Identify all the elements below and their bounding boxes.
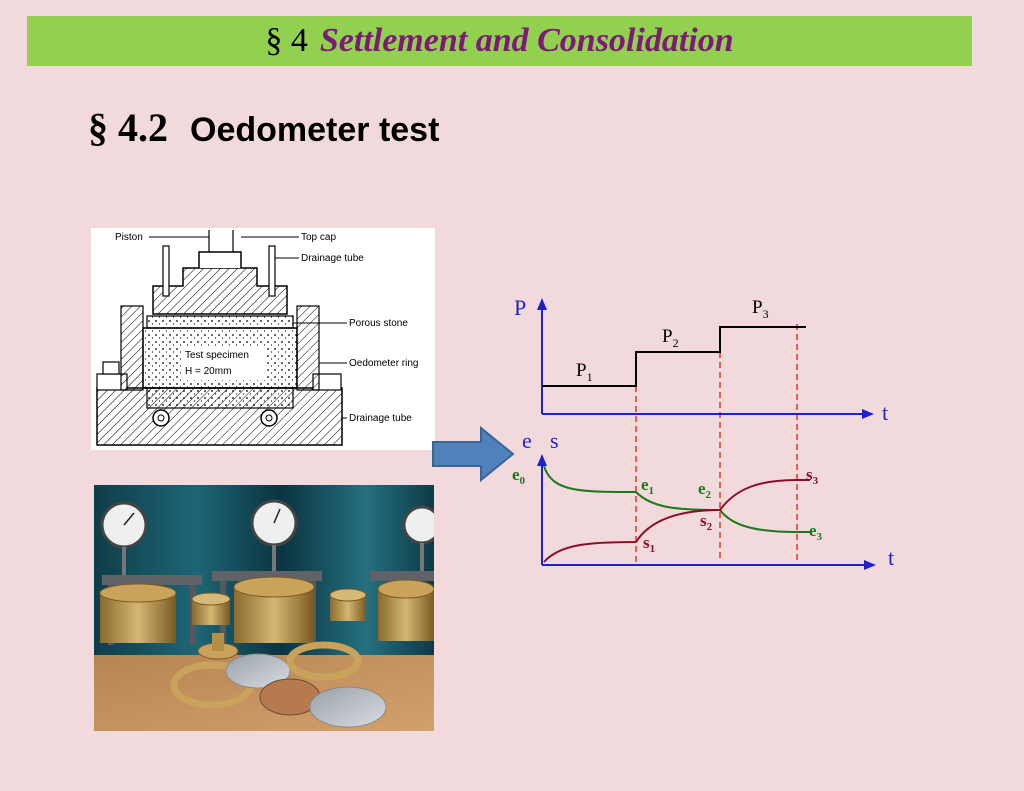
graph-svg: P t P1 P2 P3 e s t e0 e1 e2 e3 s1 s2 s3	[512, 295, 894, 570]
bottom-porous-stone	[146, 387, 294, 409]
label-drainage-tube-top: Drainage tube	[301, 253, 364, 264]
subsection-number: § 4.2	[88, 105, 168, 150]
void-ratio-curve	[543, 465, 810, 533]
oedometer-schematic: Piston Top cap Drainage tube Porous ston…	[91, 228, 435, 450]
label-height: H = 20mm	[185, 366, 231, 377]
schematic-drawing: Piston Top cap Drainage tube Porous ston…	[96, 230, 418, 446]
load-label-1: P1	[576, 360, 593, 384]
subsection-title: Oedometer test	[190, 111, 440, 149]
s-label-3: s3	[806, 465, 819, 487]
label-top-cap: Top cap	[301, 232, 336, 243]
load-label-2: P2	[662, 326, 679, 350]
label-piston: Piston	[115, 232, 143, 243]
e-axis-label: e	[522, 428, 532, 453]
title-banner: § 4 Settlement and Consolidation	[27, 16, 972, 66]
load-steps	[542, 326, 806, 387]
apparatus-illustration	[94, 485, 442, 731]
top-porous-stone	[146, 315, 294, 329]
subheading: § 4.2 Oedometer test	[88, 104, 439, 164]
label-specimen: Test specimen	[185, 350, 249, 361]
e-label-3: e3	[809, 521, 823, 543]
e-label-1: e1	[641, 475, 654, 497]
s-label-2: s2	[700, 511, 713, 533]
label-oedometer-ring: Oedometer ring	[349, 358, 418, 369]
top-cap	[152, 267, 288, 315]
t-axis-label-bottom: t	[888, 545, 894, 570]
oedometer-photo	[94, 485, 442, 731]
load-label-3: P3	[752, 297, 769, 321]
label-porous-stone: Porous stone	[349, 318, 408, 329]
t-axis-label-top: t	[882, 400, 888, 425]
right-arrow-icon	[432, 425, 515, 483]
section-symbol: § 4	[265, 22, 308, 59]
e-label-2: e2	[698, 479, 712, 501]
label-drainage-tube-bottom: Drainage tube	[349, 413, 412, 424]
p-axis-label: P	[514, 295, 526, 320]
e-label-0: e0	[512, 465, 526, 487]
settlement-curve	[543, 479, 810, 563]
s-label-1: s1	[643, 533, 655, 555]
s-axis-label: s	[550, 428, 559, 453]
chapter-title: Settlement and Consolidation	[319, 22, 734, 59]
pointer-arrow	[431, 425, 517, 488]
consolidation-graph: P t P1 P2 P3 e s t e0 e1 e2 e3 s1 s2 s3	[500, 290, 910, 585]
